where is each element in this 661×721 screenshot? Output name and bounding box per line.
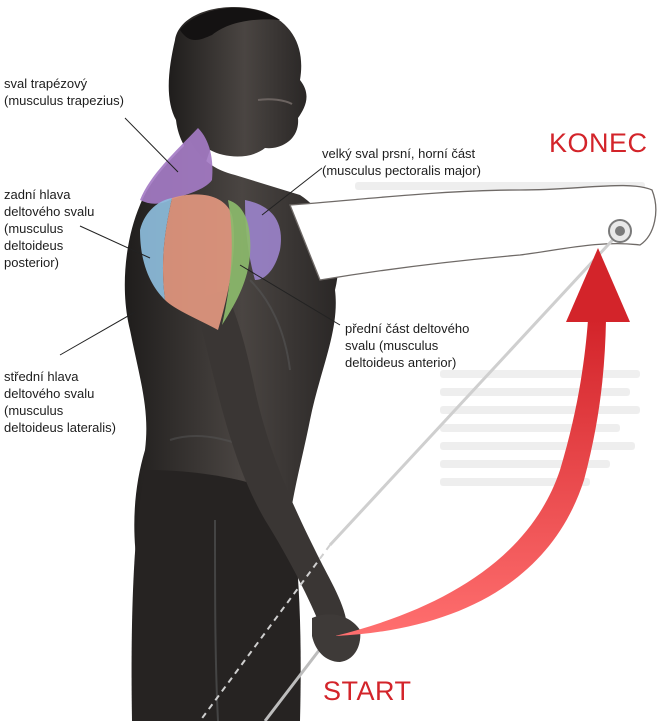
phase-start-label: START	[323, 676, 412, 706]
muscle-groups	[140, 128, 281, 330]
trapezius-muscle	[140, 128, 213, 204]
deltoid-lateralis-muscle	[162, 194, 235, 330]
label-trapezius: sval trapézový (musculus trapezius)	[4, 76, 124, 108]
curved-arrow-up-icon	[335, 248, 630, 636]
label-deltoid-posterior: zadní hlava deltového svalu (musculus de…	[4, 187, 95, 270]
deltoid-posterior-muscle	[140, 198, 172, 300]
pectoralis-muscle	[245, 200, 281, 280]
cable-handle-icon	[608, 219, 632, 243]
deltoid-anterior-muscle	[222, 200, 251, 325]
hand-start	[312, 614, 361, 662]
label-deltoid-anterior: přední část deltového svalu (musculus de…	[345, 321, 470, 370]
leader-lines	[59, 117, 341, 356]
extended-arm-ghost	[289, 184, 657, 281]
head	[168, 7, 307, 166]
label-deltoid-lateralis: střední hlava deltového svalu (musculus …	[4, 369, 117, 435]
label-pectoralis: velký sval prsní, horní část (musculus p…	[322, 146, 481, 178]
lower-arm	[195, 290, 348, 650]
phase-end-label: KONEC	[549, 128, 648, 158]
